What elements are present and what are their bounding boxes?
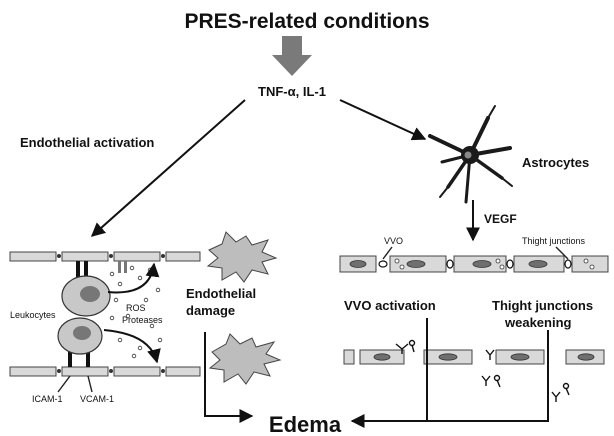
vegf-label: VEGF xyxy=(484,212,517,226)
right-intact-vessel xyxy=(339,255,609,273)
damaged-cell-bottom xyxy=(208,333,282,385)
leukocytes-label: Leukocytes xyxy=(10,310,56,320)
tight-junctions-label: Thight junctions xyxy=(522,236,586,246)
leukocyte-cell xyxy=(61,275,111,317)
vvo-activation-label: VVO activation xyxy=(344,298,436,313)
cytokines-label: TNF-α, IL-1 xyxy=(258,84,326,99)
left-top-vessel xyxy=(9,251,201,262)
tj-weakening-line1: Thight junctions xyxy=(492,298,593,313)
ros-label: ROS xyxy=(126,303,146,313)
tj-weakening-line2: weakening xyxy=(504,315,572,330)
icam-label: ICAM-1 xyxy=(32,394,63,404)
vvo-flow-to-edema xyxy=(350,318,428,428)
proteases-label: Proteases xyxy=(122,315,163,325)
edema-label: Edema xyxy=(269,412,342,436)
endothelial-damage-line2: damage xyxy=(186,303,235,318)
vvo-label: VVO xyxy=(384,236,403,246)
arrow-to-astrocytes xyxy=(339,99,427,141)
leukocyte-cell xyxy=(57,317,103,355)
vcam-pointer xyxy=(87,375,93,393)
endothelial-activation-label: Endothelial activation xyxy=(20,135,154,150)
astrocyte-icon xyxy=(428,105,513,204)
curved-arrow-down xyxy=(103,329,161,364)
icam-pointer xyxy=(57,375,71,393)
astrocytes-label: Astrocytes xyxy=(522,155,589,170)
left-bottom-vessel xyxy=(9,366,201,377)
endothelial-damage-line1: Endothelial xyxy=(186,286,256,301)
title: PRES-related conditions xyxy=(184,10,429,33)
right-leaky-vessel xyxy=(343,349,605,365)
tj-flow-to-edema xyxy=(427,330,549,422)
curved-arrow-up xyxy=(107,262,160,294)
vcam-label: VCAM-1 xyxy=(80,394,114,404)
tight-junctions-pointer xyxy=(555,246,569,260)
vvo-pointer xyxy=(382,246,393,260)
leaking-molecules xyxy=(395,339,570,402)
damaged-cell-top xyxy=(206,231,278,283)
gray-down-arrow xyxy=(272,36,312,76)
left-flow-to-edema xyxy=(204,332,254,423)
adhesion-molecules xyxy=(68,261,127,367)
arrow-to-endothelial xyxy=(90,99,246,237)
